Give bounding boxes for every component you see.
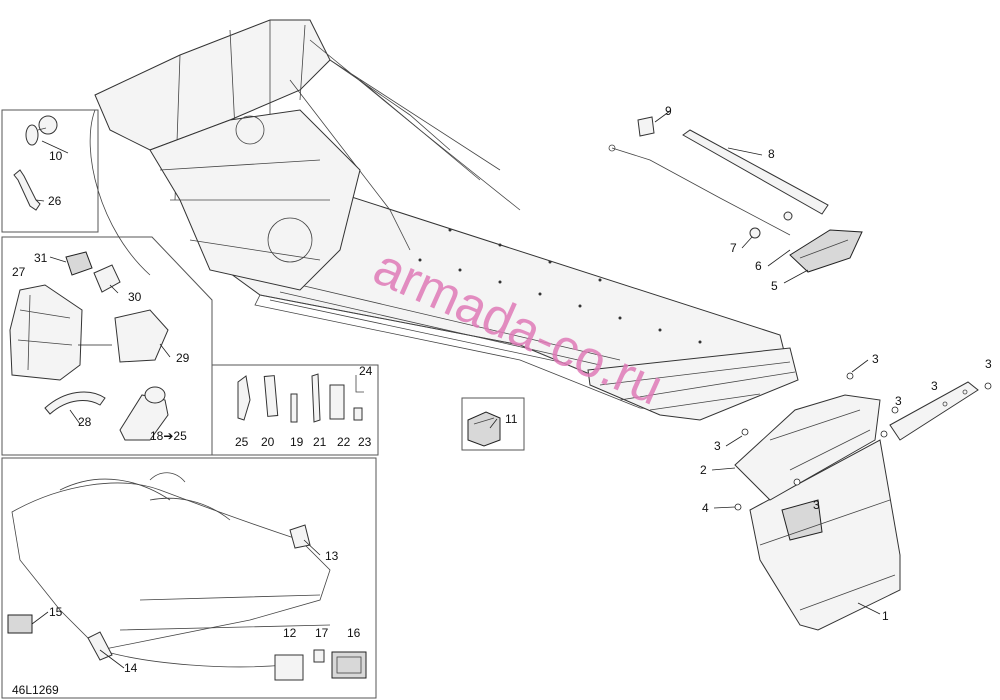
- callout-19: 19: [290, 435, 304, 449]
- part-9-clip: [637, 116, 655, 137]
- leader-lines: [31, 110, 881, 669]
- callout-8: 8: [768, 147, 775, 161]
- callout-3f: 3: [813, 498, 820, 512]
- callout-28: 28: [78, 415, 92, 429]
- part-6-cable: [608, 144, 791, 236]
- chassis-frame: [89, 19, 799, 421]
- inset-frame-part-11: [461, 397, 525, 451]
- callout-23: 23: [358, 435, 372, 449]
- reference-code: 46L1269: [12, 683, 59, 697]
- part-8-strip: [682, 129, 829, 215]
- callout-15: 15: [49, 605, 63, 619]
- part-29-cover: [114, 309, 169, 363]
- callout-29: 29: [176, 351, 190, 365]
- callout-3a: 3: [872, 352, 879, 366]
- part-3-side-bracket: [889, 381, 979, 441]
- callout-31: 31: [34, 251, 48, 265]
- part-16-plate: [331, 651, 367, 679]
- callout-7: 7: [730, 241, 737, 255]
- callout-11: 11: [505, 412, 518, 426]
- callout-3c: 3: [895, 394, 902, 408]
- part-1-snowflap: [749, 439, 901, 631]
- callout-16: 16: [347, 626, 361, 640]
- inset-frame-tools: [1, 109, 99, 233]
- part-11-connector: [467, 411, 501, 447]
- part-18-bottle: [119, 386, 169, 441]
- part-10-mirror: [25, 115, 58, 146]
- callout-14: 14: [124, 661, 138, 675]
- part-27-tool-bag: [9, 284, 83, 381]
- callout-3b: 3: [714, 439, 721, 453]
- callout-18-25: 18➔25: [150, 429, 187, 443]
- part-30-plug: [93, 264, 121, 293]
- inset-frame-vehicle: [1, 457, 377, 699]
- part-13-decal: [289, 524, 311, 549]
- callout-6: 6: [755, 259, 762, 273]
- part-31-cap: [65, 251, 93, 276]
- hardware-screws: [734, 372, 992, 511]
- callout-22: 22: [337, 435, 351, 449]
- part-28-strap: [44, 391, 106, 415]
- callout-10: 10: [49, 149, 63, 163]
- callout-5: 5: [771, 279, 778, 293]
- callout-20: 20: [261, 435, 275, 449]
- callout-3d: 3: [931, 379, 938, 393]
- callout-13: 13: [325, 549, 339, 563]
- callout-4: 4: [702, 501, 709, 515]
- callout-25: 25: [235, 435, 249, 449]
- inset-frame-toolkit: [211, 364, 379, 456]
- part-5-taillight: [789, 229, 863, 273]
- snowmobile-outline: [11, 472, 331, 668]
- part-17-clip: [313, 649, 325, 663]
- callout-9: 9: [665, 104, 672, 118]
- callout-26: 26: [48, 194, 62, 208]
- callout-3e: 3: [985, 357, 992, 371]
- callout-30: 30: [128, 290, 142, 304]
- part-7-grommet: [749, 211, 793, 239]
- part-26-wrench: [13, 169, 41, 211]
- part-14-bumper: [87, 631, 113, 661]
- callout-numbers: 1 2 3 3 3 3 3 3 4 5 6 7 8 9 10 11 12 13 …: [12, 104, 992, 675]
- callout-24: 24: [359, 364, 373, 378]
- part-12-label: [274, 654, 304, 681]
- part-2-flap-bracket: [734, 394, 881, 501]
- callout-2: 2: [700, 463, 707, 477]
- callout-21: 21: [313, 435, 327, 449]
- callout-27: 27: [12, 265, 26, 279]
- callout-12: 12: [283, 626, 297, 640]
- callout-17: 17: [315, 626, 329, 640]
- callout-1: 1: [882, 609, 889, 623]
- toolkit-items: [237, 373, 364, 423]
- part-15-badge: [7, 614, 33, 634]
